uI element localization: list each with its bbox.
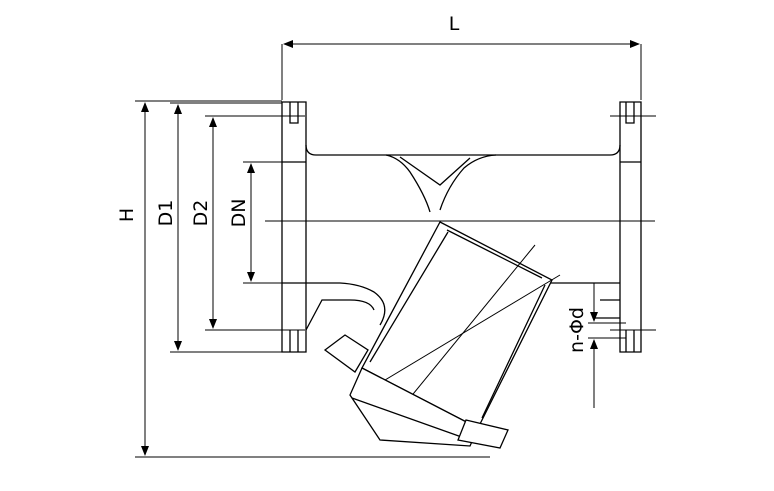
valve-body [281,101,642,353]
strainer-leg [323,221,561,449]
label-height: H [116,208,138,222]
label-bolt-holes: n-Φd [566,307,588,353]
label-d2: D2 [190,200,212,227]
label-length: L [449,13,460,35]
label-d1: D1 [155,200,177,227]
centerlines [265,115,656,331]
label-dn: DN [228,199,250,228]
dimension-lines [135,40,642,458]
dimension-labels: L H D1 D2 DN n-Φd [116,13,588,353]
